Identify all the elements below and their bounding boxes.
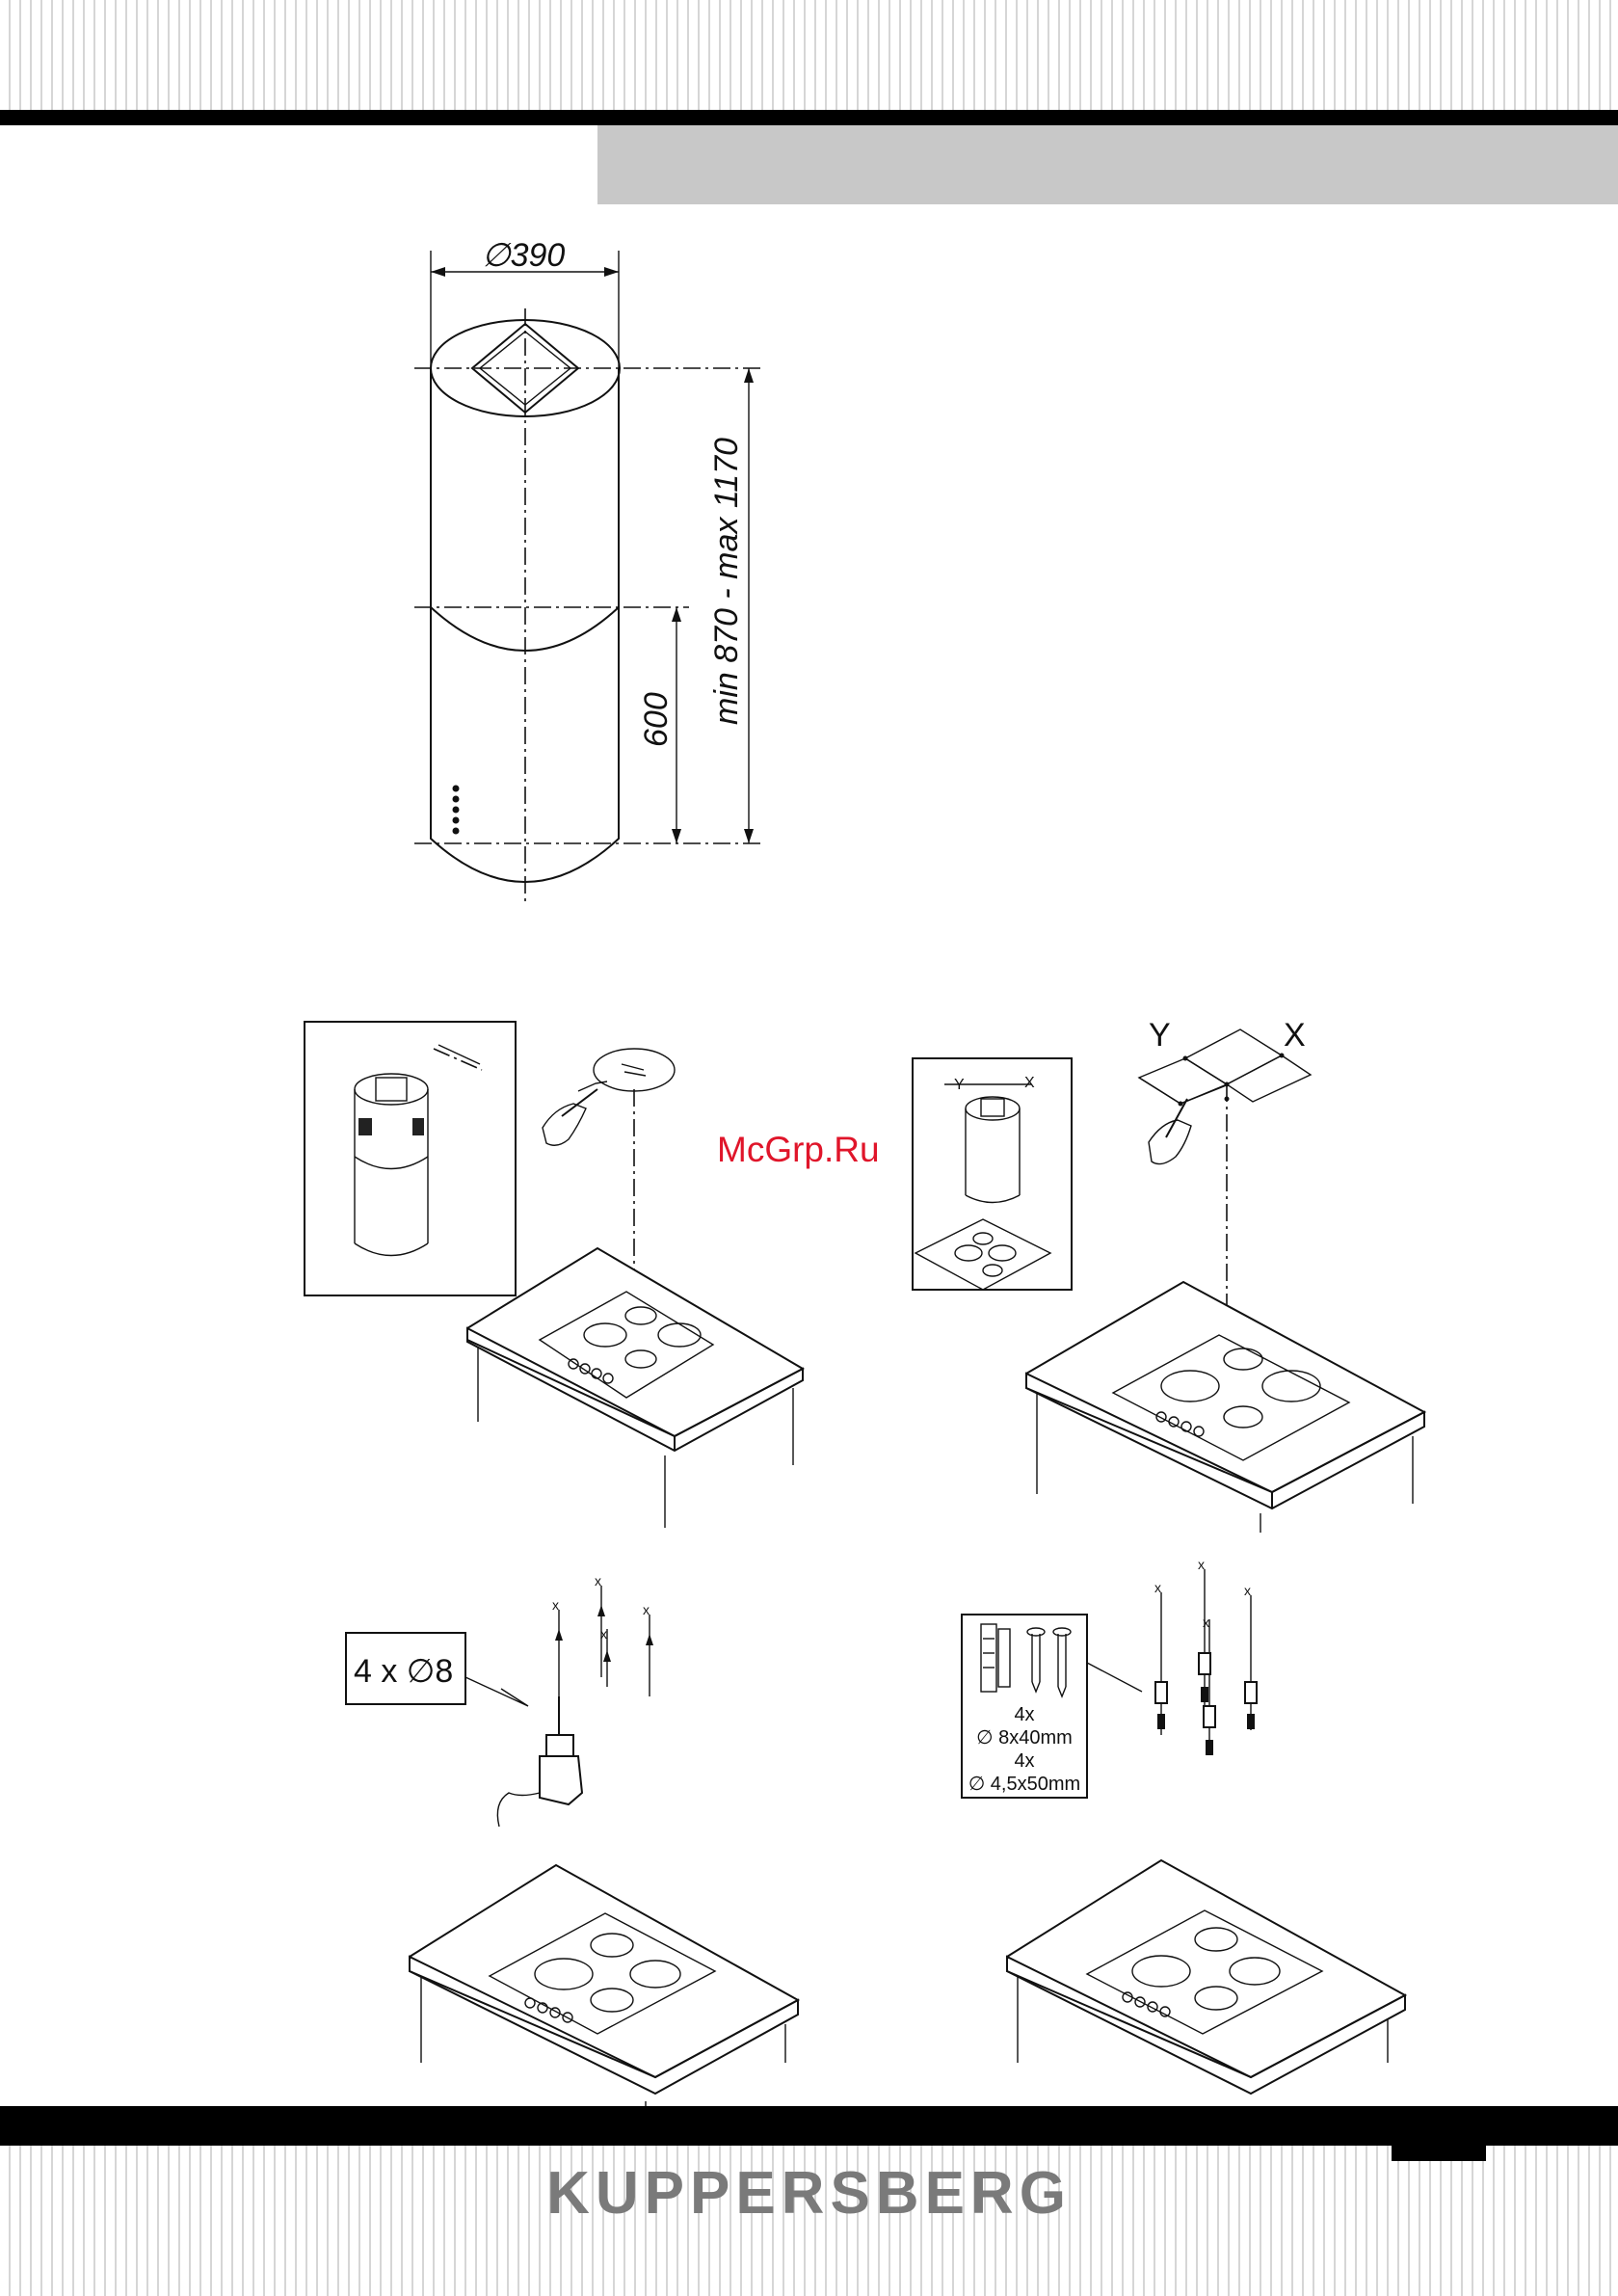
inset-y-label: Y xyxy=(954,1077,965,1093)
step-marking-xy: Y X Y X xyxy=(913,1017,1424,1533)
bottom-black-bar xyxy=(0,2106,1618,2146)
drill-callout: 4 x ∅8 xyxy=(354,1653,453,1690)
step-drilling: 4 x ∅8 x x x x xyxy=(346,1573,653,1827)
step-anchors: 4x ∅ 8x40mm 4x ∅ 4,5x50mm x x x x xyxy=(962,1557,1257,1798)
svg-text:x: x xyxy=(1203,1615,1209,1630)
diameter-label: ∅390 xyxy=(482,237,565,274)
y-label: Y xyxy=(1149,1017,1171,1054)
lower-height-label: 600 xyxy=(638,692,675,747)
hardware-qty-1: 4x xyxy=(1014,1704,1034,1725)
svg-text:x: x xyxy=(1198,1557,1205,1572)
cooktop-island-right xyxy=(1007,1860,1405,2094)
svg-text:x: x xyxy=(1154,1580,1161,1595)
svg-text:x: x xyxy=(1244,1583,1251,1598)
total-height-label: min 870 - max 1170 xyxy=(708,438,745,725)
brand-logo: KUPPERSBERG xyxy=(0,2159,1618,2228)
svg-text:x: x xyxy=(600,1626,607,1642)
watermark: McGrp.Ru xyxy=(717,1130,880,1170)
hardware-size-2: ∅ 4,5x50mm xyxy=(968,1774,1080,1795)
hood-dimension-drawing: ∅390 600 min 870 - max 1170 xyxy=(414,237,761,901)
hardware-size-1: ∅ 8x40mm xyxy=(976,1727,1073,1749)
svg-text:x: x xyxy=(643,1602,650,1617)
control-buttons-icon xyxy=(453,786,460,835)
svg-text:x: x xyxy=(595,1573,601,1589)
hardware-qty-2: 4x xyxy=(1014,1750,1034,1772)
step-marking-center xyxy=(305,1022,803,1528)
svg-text:x: x xyxy=(552,1597,559,1613)
x-label: X xyxy=(1284,1017,1306,1054)
cooktop-island-left xyxy=(410,1865,798,2106)
inset-x-label: X xyxy=(1024,1075,1035,1091)
